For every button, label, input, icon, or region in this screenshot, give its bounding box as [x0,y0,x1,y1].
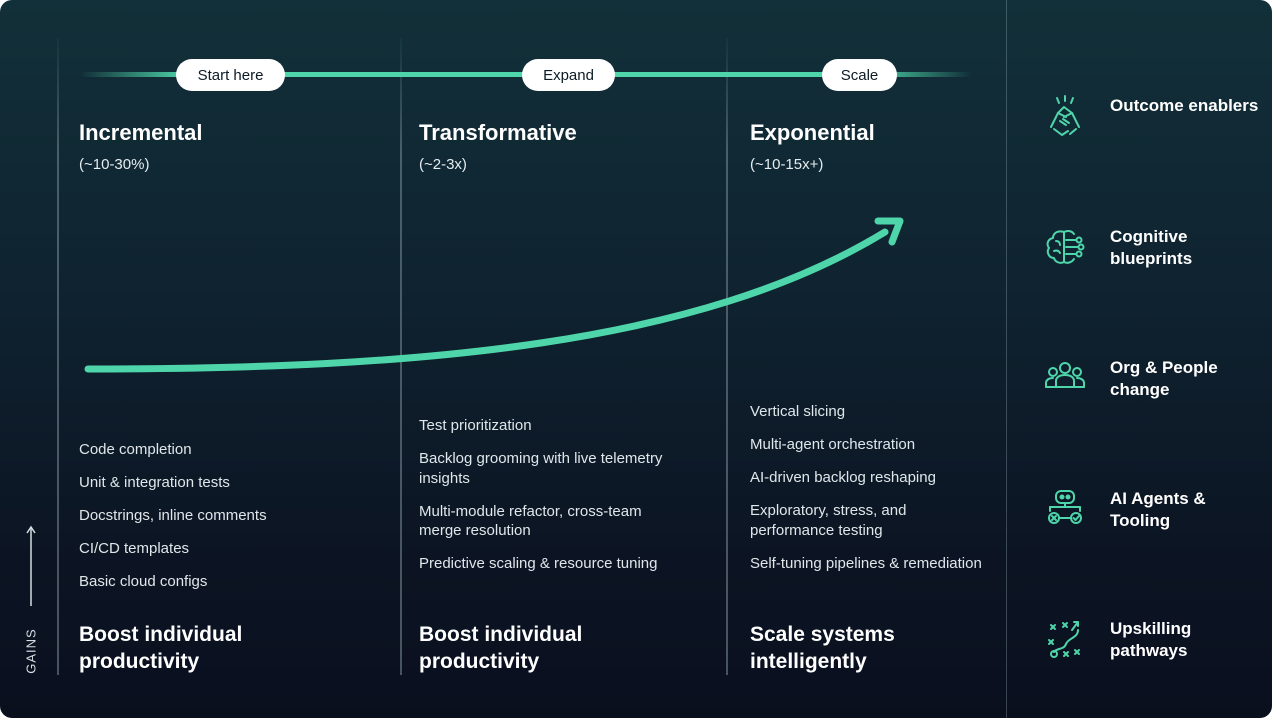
column-divider [726,38,728,675]
enabler-ai-agents: AI Agents & Tooling [1040,486,1260,546]
stage-range: (~2-3x) [419,156,467,173]
stage-outcome: Boost individual productivity [419,623,583,673]
column-divider [57,38,59,675]
gains-axis-label: GAINS [23,628,39,674]
growth-curve [84,217,904,373]
list-item: Self-tuning pipelines & remediation [750,554,982,572]
list-item: Multi-module refactor, cross-team merge … [419,502,642,540]
enabler-label: AI Agents & Tooling [1110,489,1206,530]
timeline-marker-expand: Expand [522,59,615,91]
enabler-org-people: Org & People change [1040,355,1260,415]
stage-title-incremental: Incremental [79,120,203,145]
list-item: Docstrings, inline comments [79,507,267,524]
capability-list: Test prioritization Backlog grooming wit… [419,416,679,587]
list-item: Code completion [79,441,192,458]
list-item: Exploratory, stress, and performance tes… [750,502,907,539]
list-item: Backlog grooming with live telemetry ins… [419,450,663,487]
strategy-path-icon [1048,621,1080,658]
brain-icon [1046,229,1085,264]
enabler-label: Cognitive blueprints [1110,227,1193,268]
panel-divider [1006,0,1007,718]
stage-outcome: Scale systems intelligently [750,623,895,673]
stage-title-exponential: Exponential [750,120,875,145]
list-item: AI-driven backlog reshaping [750,469,936,486]
robot-icon [1048,490,1082,524]
stage-title-transformative: Transformative [419,120,577,145]
people-group-icon [1045,362,1085,388]
list-item: Vertical slicing [750,403,846,420]
list-item: Multi-agent orchestration [750,436,916,453]
list-item: Unit & integration tests [79,474,230,491]
stage-range: (~10-15x+) [750,156,824,173]
handshake-icon [1050,95,1080,136]
stage-range: (~10-30%) [79,156,150,173]
enabler-label: Org & People change [1110,358,1218,399]
timeline-marker-scale: Scale [822,59,897,91]
list-item: CI/CD templates [79,540,190,557]
enabler-label: Upskilling pathways [1110,619,1192,660]
timeline-marker-start: Start here [176,59,285,91]
list-item: Predictive scaling & resource tuning [419,555,658,572]
enabler-cognitive: Cognitive blueprints [1040,224,1260,284]
list-item: Basic cloud configs [79,573,208,590]
curve-arrowhead-icon [874,217,904,246]
gains-arrow-icon [26,525,36,606]
enabler-outcome: Outcome enablers [1040,93,1260,153]
enabler-label: Outcome enablers [1110,96,1259,115]
stage-outcome: Boost individual productivity [79,623,243,673]
enabler-upskilling: Upskilling pathways [1040,616,1260,676]
capability-list: Vertical slicing Multi-agent orchestrati… [750,402,990,587]
list-item: Test prioritization [419,417,532,434]
capability-list: Code completion Unit & integration tests… [79,440,379,605]
